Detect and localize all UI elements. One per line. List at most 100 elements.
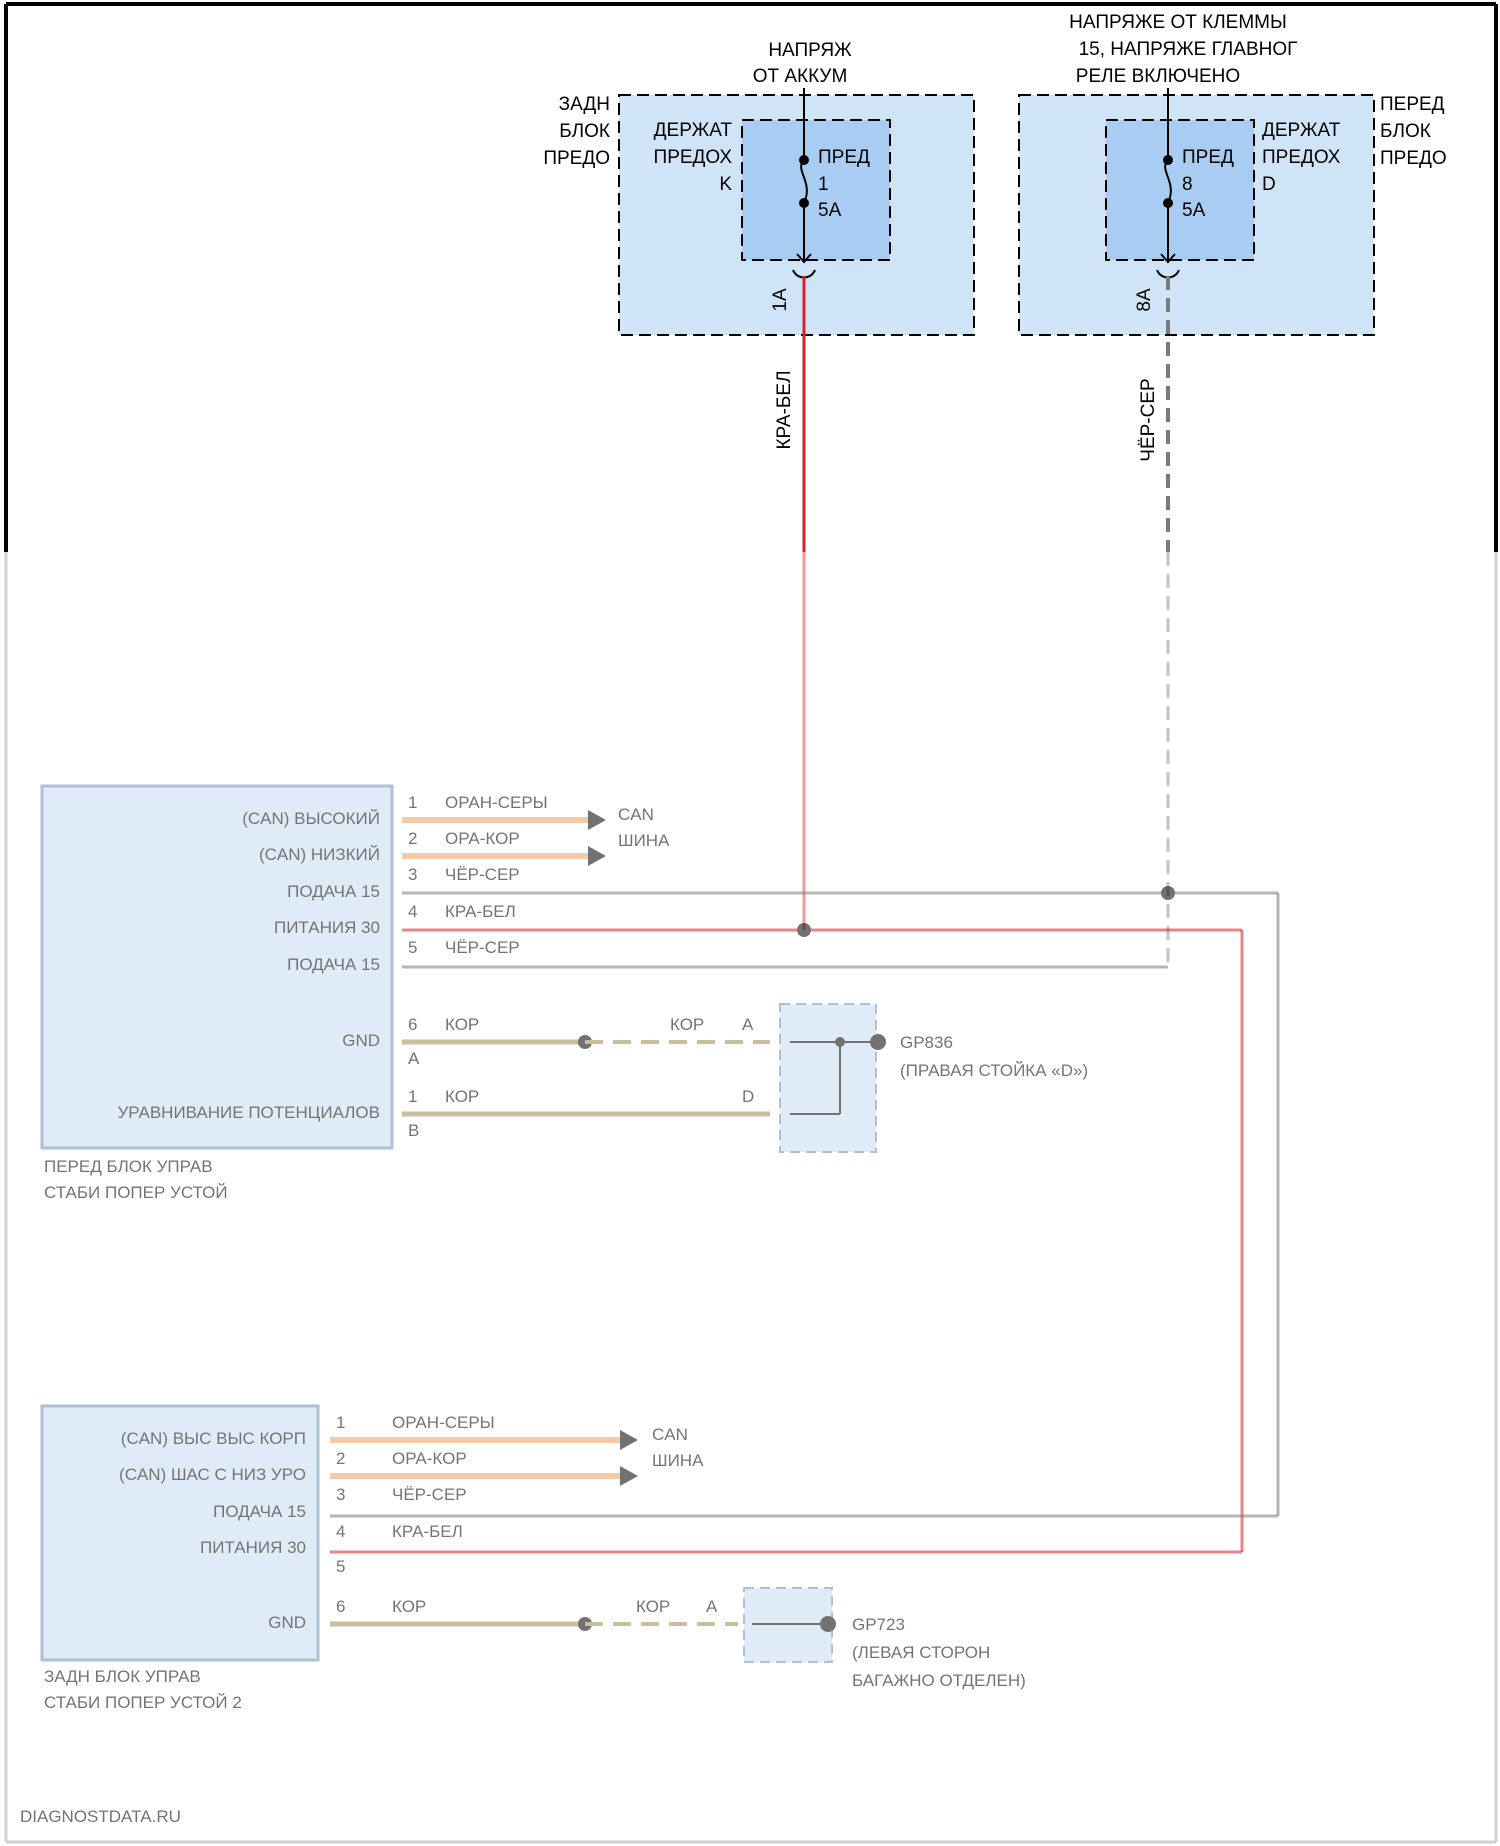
connector-8a-label: 8A [1134, 288, 1155, 312]
front-pin-1-label: (CAN) ВЫСОКИЙ [242, 809, 380, 828]
rear-pin-4-num: 4 [336, 1522, 345, 1541]
watermark: DIAGNOSTDATA.RU [20, 1807, 181, 1826]
rear-wire-4-color: КРА-БЕЛ [392, 1522, 463, 1541]
front-pin-1-num: 1 [408, 793, 417, 812]
front-pin3-junction [1161, 886, 1175, 900]
front-pin-4-num: 4 [408, 902, 417, 921]
rear-wire-2-color: ОРА-КОР [392, 1449, 467, 1468]
fuse-1-label-1: ПРЕД [818, 147, 870, 168]
rear-can-low-arrow [620, 1466, 638, 1486]
front-gnd-wire2-color: КОР [670, 1015, 704, 1034]
front-pin4-junction [797, 923, 811, 937]
rear-gnd-wire2-color: КОР [636, 1597, 670, 1616]
front-pin-3-label: ПОДАЧА 15 [287, 882, 380, 901]
rear-pin-5-num: 5 [336, 1557, 345, 1576]
front-wire-equip-color: КОР [445, 1087, 479, 1106]
front-fuse-box-label-1: ПЕРЕД [1380, 94, 1445, 115]
rear-pin-4-label: ПИТАНИЯ 30 [200, 1538, 306, 1557]
front-pin-5-num: 5 [408, 938, 417, 957]
rear-ground-point-id: GP723 [852, 1615, 905, 1634]
rear-pin-1-label: (CAN) ВЫС ВЫС КОРП [121, 1429, 306, 1448]
fuse-holder-k-label-2: ПРЕДОХ [654, 147, 733, 168]
terminal15-supply-wire: ЧЁР-СЕР [1138, 276, 1168, 970]
front-pin-equip-label: УРАВНИВАНИЕ ПОТЕНЦИАЛОВ [117, 1103, 380, 1122]
front-ground-point-loc: (ПРАВАЯ СТОЙКА «D») [900, 1061, 1088, 1080]
rear-fuse-box-label-3: ПРЕДО [543, 148, 610, 169]
front-pin-3-num: 3 [408, 865, 417, 884]
rear-module-name-1: ЗАДН БЛОК УПРАВ [44, 1667, 201, 1686]
rear-can-label-1: CAN [652, 1425, 688, 1444]
rear-pin-6-num: 6 [336, 1597, 345, 1616]
front-fuse-box-label-2: БЛОК [1380, 121, 1431, 142]
fuse-8-label-1: ПРЕД [1182, 147, 1234, 168]
front-pin-6-num: 6 [408, 1015, 417, 1034]
battery-supply-wire: КРА-БЕЛ [774, 276, 804, 930]
front-fuse-box-label-3: ПРЕДО [1380, 148, 1447, 169]
rear-pin-6-label: GND [268, 1613, 306, 1632]
front-pin-4-label: ПИТАНИЯ 30 [274, 918, 380, 937]
supply-bus-lines [1242, 893, 1278, 1552]
front-can-low-arrow [588, 846, 606, 866]
fuse-holder-d-label-1: ДЕРЖАТ [1262, 120, 1341, 141]
fuse-8-label-3: 5A [1182, 200, 1206, 221]
front-pin-equip-sub: B [408, 1121, 419, 1140]
battery-voltage-label: НАПРЯЖ ОТ АККУМ [753, 40, 852, 87]
terminal15-line-1: НАПРЯЖЕ ОТ КЛЕММЫ [1069, 12, 1287, 33]
connector-1a-label: 1A [770, 288, 791, 312]
front-ground-point-icon [870, 1034, 886, 1050]
battery-wire-color: КРА-БЕЛ [774, 370, 795, 449]
front-module-name-1: ПЕРЕД БЛОК УПРАВ [44, 1157, 213, 1176]
front-control-module: (CAN) ВЫСОКИЙ (CAN) НИЗКИЙ ПОДАЧА 15 ПИТ… [42, 786, 1278, 1202]
fuse-holder-k-label-3: K [719, 174, 732, 195]
fuse-holder-k-label-1: ДЕРЖАТ [654, 120, 733, 141]
rear-pin-2-num: 2 [336, 1449, 345, 1468]
front-can-high-arrow [588, 810, 606, 830]
front-pin-2-label: (CAN) НИЗКИЙ [259, 845, 380, 864]
rear-control-module: (CAN) ВЫС ВЫС КОРП (CAN) ШАС С НИЗ УРО П… [42, 1406, 1278, 1712]
front-can-label-1: CAN [618, 805, 654, 824]
fuse-holder-k [742, 120, 890, 260]
front-can-label-2: ШИНА [618, 831, 670, 850]
front-pin-equip-num: 1 [408, 1087, 417, 1106]
front-pin-5-label: ПОДАЧА 15 [287, 955, 380, 974]
terminal15-wire-color: ЧЁР-СЕР [1138, 378, 1159, 461]
fuse-holder-d-label-2: ПРЕДОХ [1262, 147, 1341, 168]
rear-fuse-box: ЗАДН БЛОК ПРЕДО ДЕРЖАТ ПРЕДОХ K ПРЕД 1 5… [543, 88, 974, 335]
fuse-1-label-2: 1 [818, 174, 829, 195]
fuse-holder-d [1106, 120, 1254, 260]
rear-gnd-conn-a: A [706, 1597, 718, 1616]
rear-module-name-2: СТАБИ ПОПЕР УСТОЙ 2 [44, 1693, 242, 1712]
front-gnd-conn-a: A [742, 1015, 754, 1034]
rear-fuse-box-label-1: ЗАДН [559, 94, 610, 115]
front-wire-1-color: ОРАН-СЕРЫ [445, 793, 548, 812]
front-gnd-conn-d: D [742, 1087, 754, 1106]
rear-ground-point-loc-1: (ЛЕВАЯ СТОРОН [852, 1643, 990, 1662]
fuse-8-label-2: 8 [1182, 174, 1193, 195]
rear-pin-1-num: 1 [336, 1413, 345, 1432]
front-fuse-box: ПЕРЕД БЛОК ПРЕДО ДЕРЖАТ ПРЕДОХ D ПРЕД 8 … [1019, 88, 1447, 335]
front-wire-4-color: КРА-БЕЛ [445, 902, 516, 921]
front-wire-5-color: ЧЁР-СЕР [445, 938, 520, 957]
rear-fuse-box-label-2: БЛОК [559, 121, 610, 142]
rear-can-high-arrow [620, 1430, 638, 1450]
terminal15-voltage-label: НАПРЯЖЕ ОТ КЛЕММЫ 15, НАПРЯЖЕ ГЛАВНОГ РЕ… [1069, 12, 1297, 87]
front-wire-2-color: ОРА-КОР [445, 829, 520, 848]
rear-wire-1-color: ОРАН-СЕРЫ [392, 1413, 495, 1432]
front-pin-6-sub: A [408, 1049, 420, 1068]
rear-pin-3-num: 3 [336, 1485, 345, 1504]
terminal15-line-2: 15, НАПРЯЖЕ ГЛАВНОГ [1079, 39, 1298, 60]
rear-pin-2-label: (CAN) ШАС С НИЗ УРО [119, 1465, 306, 1484]
front-ground-point-id: GP836 [900, 1033, 953, 1052]
rear-wire-3-color: ЧЁР-СЕР [392, 1485, 467, 1504]
rear-ground-point-icon [820, 1616, 836, 1632]
front-module-name-2: СТАБИ ПОПЕР УСТОЙ [44, 1183, 228, 1202]
rear-wire-6-color: КОР [392, 1597, 426, 1616]
front-pin-6-label: GND [342, 1031, 380, 1050]
rear-pin-3-label: ПОДАЧА 15 [213, 1502, 306, 1521]
fuse-1-label-3: 5A [818, 200, 842, 221]
front-ground-connector [780, 1004, 876, 1152]
front-wire-6-color: КОР [445, 1015, 479, 1034]
battery-voltage-line-1: НАПРЯЖ [768, 40, 852, 61]
terminal15-line-3: РЕЛЕ ВКЛЮЧЕНО [1076, 66, 1240, 87]
